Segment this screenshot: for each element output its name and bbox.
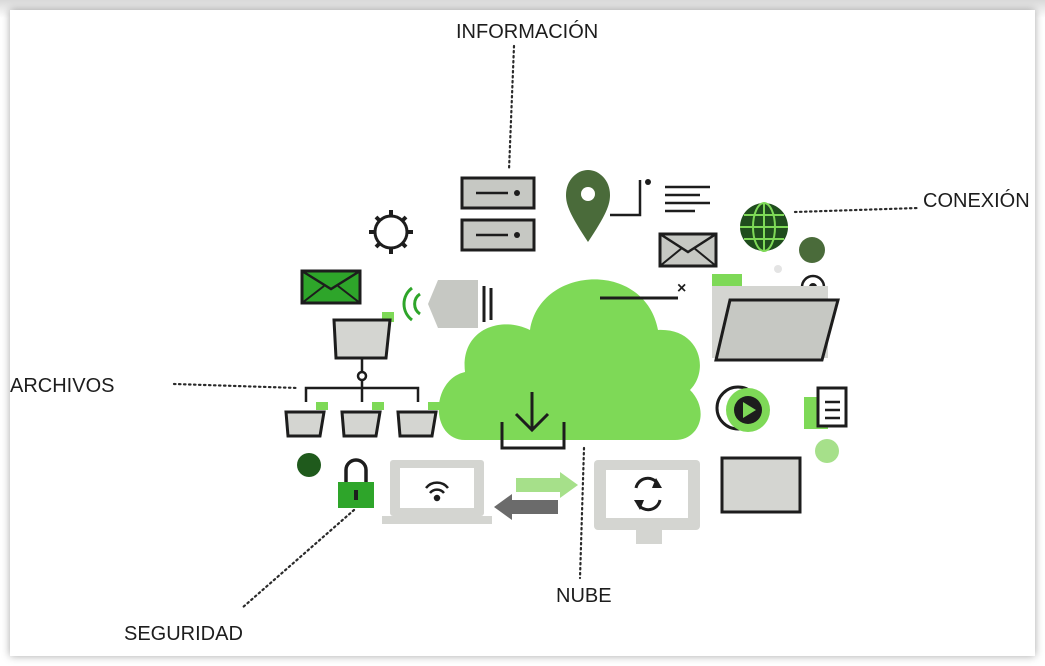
close-icon: × bbox=[677, 280, 686, 297]
envelope-icon bbox=[658, 232, 718, 268]
callout-line-seguridad bbox=[240, 508, 356, 610]
callout-line-nube bbox=[578, 446, 586, 580]
play-icon bbox=[715, 385, 770, 432]
sync-icon bbox=[634, 476, 662, 512]
text-lines-icon bbox=[665, 185, 710, 213]
callout-line-conexion bbox=[793, 206, 920, 214]
callout-line-informacion bbox=[507, 44, 516, 172]
dot-decoration bbox=[799, 237, 825, 263]
label-seguridad: SEGURIDAD bbox=[124, 623, 243, 645]
callout-line-archivos bbox=[172, 382, 300, 390]
cloud-icon bbox=[438, 279, 701, 440]
laptop-icon bbox=[382, 460, 492, 524]
speaker-icon bbox=[402, 280, 493, 328]
wifi-icon bbox=[425, 481, 449, 502]
globe-icon bbox=[740, 202, 788, 252]
download-icon bbox=[500, 392, 566, 450]
diagram: × bbox=[10, 20, 1030, 645]
folder-icon bbox=[712, 274, 840, 362]
envelope-icon bbox=[300, 269, 362, 305]
dot-decoration bbox=[297, 453, 321, 477]
monitor-icon bbox=[594, 460, 700, 544]
label-archivos: ARCHIVOS bbox=[10, 375, 114, 397]
label-nube: NUBE bbox=[556, 585, 612, 607]
gear-icon bbox=[369, 210, 413, 254]
dot-decoration bbox=[774, 265, 782, 273]
screen-icon bbox=[720, 456, 802, 514]
dot-decoration bbox=[815, 439, 839, 463]
document-icon bbox=[804, 386, 848, 429]
diagram-canvas: × bbox=[10, 10, 1035, 656]
folder-tree-icon bbox=[284, 312, 440, 438]
lock-icon bbox=[338, 458, 374, 508]
server-icon bbox=[460, 176, 536, 252]
label-informacion: INFORMACIÓN bbox=[456, 20, 598, 43]
map-pin-icon bbox=[566, 170, 651, 242]
transfer-arrows-icon bbox=[494, 472, 578, 520]
label-conexion: CONEXIÓN bbox=[923, 189, 1030, 212]
